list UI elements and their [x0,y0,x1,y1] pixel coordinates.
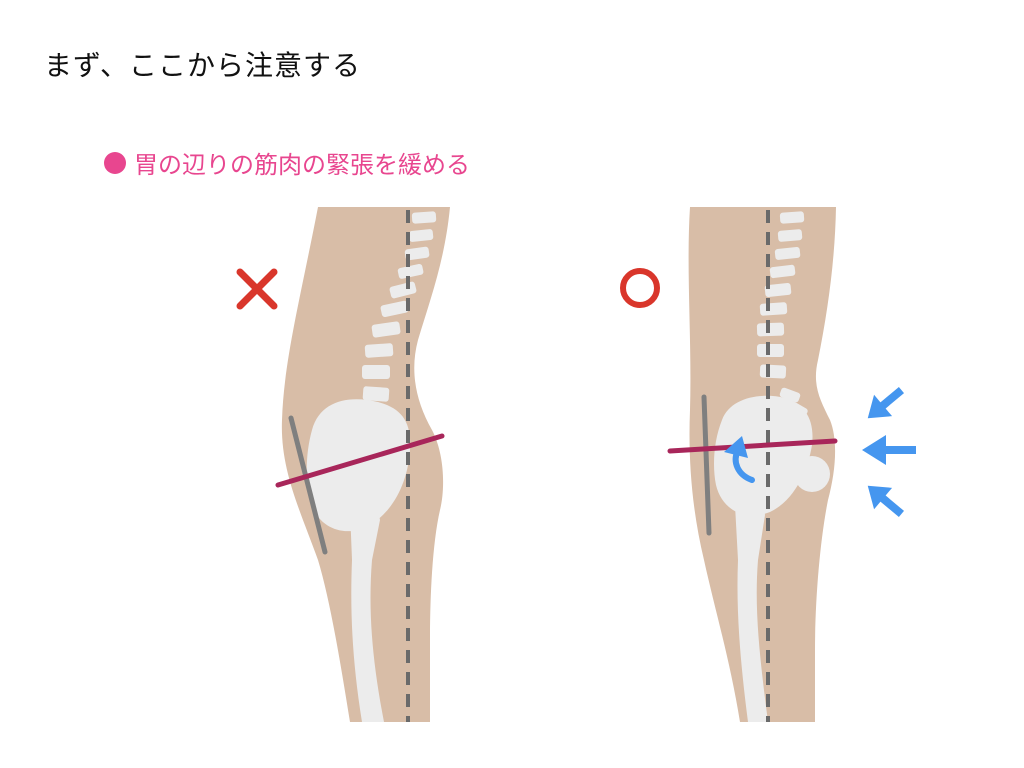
push-arrows [862,386,916,518]
left-spine [362,211,437,402]
left-tilt-line [288,415,328,555]
arrow-lower-icon [867,485,905,518]
right-femur-head [794,456,830,492]
left-pelvis-line [275,433,445,488]
right-figure [620,207,916,722]
left-femur [350,504,384,722]
rotation-arrow-icon [724,436,755,483]
right-pelvis-line [667,438,838,454]
page-title: まず、ここから注意する [44,49,362,82]
right-tilt-line [701,394,712,536]
left-figure [236,207,450,722]
arrow-upper-icon [867,386,905,419]
subtitle: 胃の辺りの筋肉の緊張を緩める [134,151,470,179]
right-femur [735,499,768,722]
right-pelvis [714,395,813,516]
circle-icon [620,268,660,308]
cross-icon [236,268,278,310]
bullet-dot [104,152,126,174]
arrow-middle-icon [862,435,916,465]
